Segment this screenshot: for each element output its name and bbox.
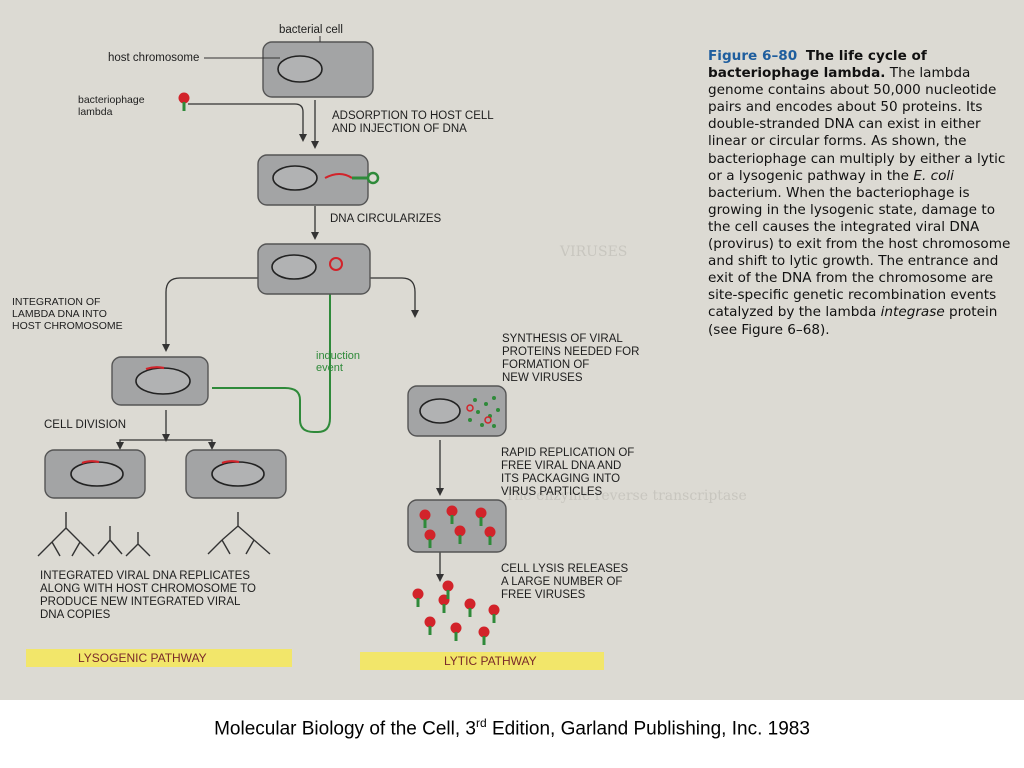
replication-trees (37, 512, 271, 557)
lysogenic-band: LYSOGENIC PATHWAY (26, 649, 292, 667)
integrated-replicates-label: INTEGRATED VIRAL DNA REPLICATES ALONG WI… (40, 570, 256, 621)
free-phage-1 (177, 91, 191, 113)
figure-title: The life cycle of bacteriophage lambda. (708, 48, 927, 82)
background-text-1: VIRUSES (560, 244, 628, 260)
cell-division-label: CELL DIVISION (44, 419, 127, 431)
rapid-replication-label: RAPID REPLICATION OF FREE VIRAL DNA AND … (501, 447, 635, 498)
daughter-cell-left (44, 449, 146, 499)
induction-event-label: induction event (316, 350, 361, 374)
cell-lysis-label: CELL LYSIS RELEASES A LARGE NUMBER OF FR… (501, 563, 629, 601)
figure-number: Figure 6–80 (708, 48, 798, 64)
caption-body-1: The lambda genome contains about 50,000 … (708, 65, 1006, 184)
caption-enzyme: integrase (880, 304, 945, 321)
caption-organism: E. coli (913, 167, 954, 184)
arrow-to-lytic (360, 277, 419, 318)
dna-circularizes-label: DNA CIRCULARIZES (330, 213, 442, 225)
citation: Molecular Biology of the Cell, 3rd Editi… (0, 716, 1024, 740)
book-page-scan: VIRUSES The enzyme reverse transcriptase (0, 0, 1024, 700)
background-text-2: The enzyme reverse transcriptase (505, 488, 747, 504)
lytic-band: LYTIC PATHWAY (360, 652, 604, 670)
lytic-pathway-label: LYTIC PATHWAY (444, 654, 537, 668)
adsorption-label: ADSORPTION TO HOST CELL AND INJECTION OF… (332, 110, 494, 135)
bacterial-cell-label: bacterial cell (279, 24, 343, 36)
released-viruses (411, 579, 501, 647)
lysogenic-pathway-label: LYSOGENIC PATHWAY (78, 651, 207, 665)
phage-attach-arrow (188, 103, 307, 142)
host-chromosome-label: host chromosome (108, 52, 200, 64)
daughter-cell-right (185, 449, 287, 499)
lambda-life-cycle-diagram (37, 36, 507, 647)
packaging-cell (407, 499, 507, 553)
arrow-split-left (116, 439, 166, 450)
bacterial-cell-1 (262, 41, 374, 98)
integration-label: INTEGRATION OF LAMBDA DNA INTO HOST CHRO… (12, 296, 123, 332)
circularized-dna-cell (257, 243, 371, 295)
synthesis-label: SYNTHESIS OF VIRAL PROTEINS NEEDED FOR F… (502, 333, 640, 384)
citation-suffix: Edition, Garland Publishing, Inc. 1983 (486, 718, 810, 740)
synthesis-cell (407, 385, 507, 437)
lysogen-cell (111, 356, 209, 406)
arrow-split-right (166, 439, 216, 450)
induction-arrow (212, 283, 335, 433)
caption-body-3: protein (see Figure 6–68). (708, 304, 998, 338)
citation-prefix: Molecular Biology of the Cell, 3 (214, 718, 477, 740)
citation-superscript: rd (476, 716, 487, 730)
arrow-to-lysogen (162, 277, 270, 352)
figure-caption: Figure 6–80 The life cycle of bacterioph… (708, 48, 1018, 339)
bacteriophage-lambda-label: bacteriophage lambda (78, 94, 145, 118)
infected-cell (257, 154, 380, 206)
caption-body-2: bacterium. When the bacteriophage is gro… (708, 184, 1011, 321)
